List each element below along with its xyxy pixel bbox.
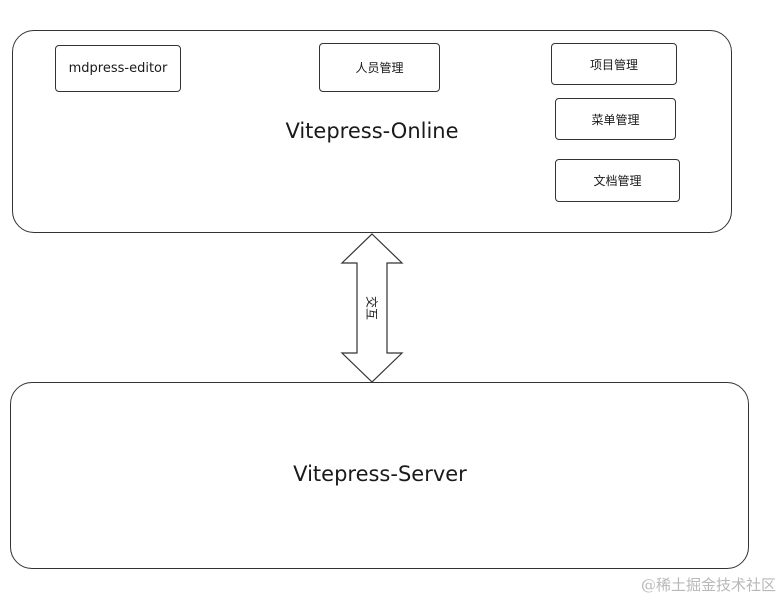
mdpress-editor-box: mdpress-editor xyxy=(55,45,181,92)
vitepress-online-title: Vitepress-Online xyxy=(285,119,459,143)
vitepress-server-title: Vitepress-Server xyxy=(293,462,467,486)
watermark: @稀土掘金技术社区 xyxy=(640,576,776,594)
box-label: 项目管理 xyxy=(589,57,638,72)
vitepress-server-container xyxy=(10,382,749,569)
box-label: 人员管理 xyxy=(355,61,404,75)
document-management-box: 文档管理 xyxy=(555,159,680,202)
connector-label: 交互 xyxy=(364,295,379,321)
box-label: mdpress-editor xyxy=(68,61,168,76)
project-management-box: 项目管理 xyxy=(551,43,677,85)
people-management-box: 人员管理 xyxy=(319,43,440,92)
box-label: 文档管理 xyxy=(593,174,642,188)
menu-management-box: 菜单管理 xyxy=(555,98,676,140)
box-label: 菜单管理 xyxy=(591,112,640,127)
